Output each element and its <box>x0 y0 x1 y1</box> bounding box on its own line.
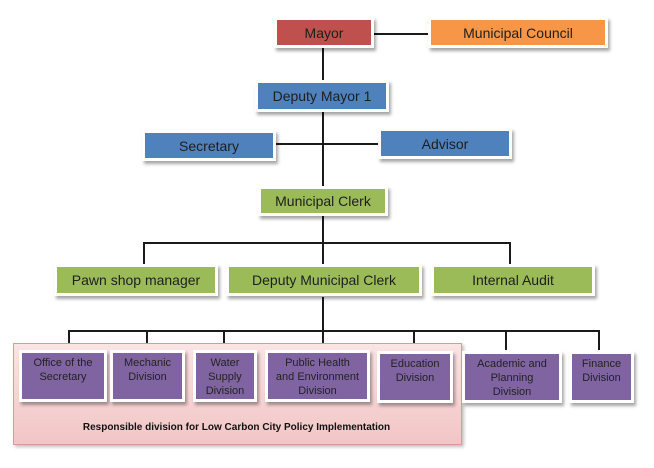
node-mayor-label: Mayor <box>304 24 344 41</box>
division-4-line2: and Environment <box>275 371 360 383</box>
division-3-line1: Water <box>210 357 240 369</box>
node-audit-label: Internal Audit <box>472 272 554 288</box>
low-carbon-zone-label: Responsible division for Low Carbon City… <box>82 422 391 433</box>
node-municipal-council: Municipal Council <box>428 17 608 48</box>
node-finance-division: Finance Division <box>569 351 634 403</box>
connector-secretary-advisor <box>274 143 378 145</box>
node-deputy-mayor-label: Deputy Mayor 1 <box>272 88 372 104</box>
node-municipal-clerk: Municipal Clerk <box>258 186 388 216</box>
connector-div-drop-3 <box>223 330 225 350</box>
node-secretary: Secretary <box>142 130 276 161</box>
division-5-line1: Education <box>390 358 440 370</box>
node-secretary-label: Secretary <box>179 137 239 154</box>
connector-deputy-clerk <box>322 112 324 186</box>
connector-division-bar <box>68 330 600 332</box>
division-1-line1: Office of the <box>33 357 93 369</box>
division-4-line3: Division <box>298 385 337 397</box>
division-7-line2: Division <box>582 372 621 384</box>
node-advisor-label: Advisor <box>421 135 469 152</box>
division-3-line2: Supply <box>208 371 242 383</box>
connector-div-drop-1 <box>68 330 70 350</box>
division-2-line1: Mechanic <box>123 357 172 369</box>
connector-clerk-down <box>322 216 324 264</box>
node-academic-planning-division: Academic and Planning Division <box>462 351 562 403</box>
connector-clerk-level-bar <box>143 242 511 244</box>
node-public-health-environment-division: Public Health and Environment Division <box>265 350 370 402</box>
node-council-label: Municipal Council <box>463 24 573 41</box>
connector-div-drop-6 <box>505 330 507 350</box>
division-4-line1: Public Health <box>285 357 350 369</box>
node-pawn-label: Pawn shop manager <box>71 272 201 288</box>
division-1-line2: Secretary <box>39 371 87 383</box>
division-6-line1: Academic and <box>477 358 547 370</box>
connector-mayor-deputy <box>322 48 324 80</box>
node-pawn-shop-manager: Pawn shop manager <box>54 264 218 296</box>
node-advisor: Advisor <box>378 128 512 159</box>
connector-mayor-council <box>374 33 430 35</box>
node-deputy-mayor: Deputy Mayor 1 <box>255 80 389 112</box>
node-office-of-the-secretary: Office of the Secretary <box>19 350 107 402</box>
connector-div-drop-5 <box>413 330 415 350</box>
connector-audit-drop <box>509 242 511 264</box>
division-6-line3: Division <box>492 386 532 398</box>
connector-div-drop-2 <box>146 330 148 350</box>
node-clerk-label: Municipal Clerk <box>275 193 371 209</box>
division-7-line1: Finance <box>581 358 622 370</box>
division-2-line2: Division <box>128 371 167 383</box>
node-mayor: Mayor <box>274 17 374 48</box>
node-mechanic-division: Mechanic Division <box>110 350 185 402</box>
division-3-line3: Division <box>205 385 245 397</box>
connector-pawn-drop <box>143 242 145 264</box>
node-education-division: Education Division <box>377 351 453 403</box>
node-deputy-clerk-label: Deputy Municipal Clerk <box>252 272 396 288</box>
connector-div-drop-7 <box>598 330 600 350</box>
division-5-line2: Division <box>395 372 435 384</box>
node-deputy-municipal-clerk: Deputy Municipal Clerk <box>226 264 422 296</box>
node-water-supply-division: Water Supply Division <box>193 350 257 402</box>
connector-deputy-clerk-down <box>322 297 324 349</box>
node-internal-audit: Internal Audit <box>431 264 595 296</box>
division-6-line2: Planning <box>490 372 534 384</box>
